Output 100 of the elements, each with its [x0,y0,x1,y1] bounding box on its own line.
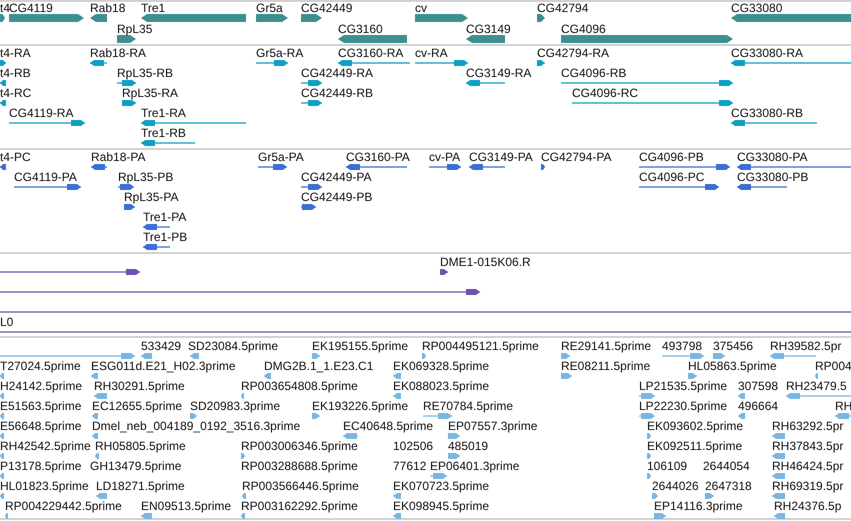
feature-label: RP003162292.5prime [241,499,358,513]
feature-label: 375456 [713,339,754,353]
feature-label: EP14116.3prime [654,499,742,513]
feature-label: CG3149 [466,22,511,36]
feature-label: Tre1-PA [143,210,186,224]
feature-label: RH30291.5prime [94,379,185,393]
feature-label: LP21535.5prime [639,379,728,393]
feature-label: RpL35-PB [118,170,174,184]
feature-label: EK092511.5prime [647,439,742,453]
feature-label: CG42449-RA [301,66,374,80]
feature-label: CG42449-PA [301,170,372,184]
feature-label: Gr5a [256,1,283,15]
feature-label: RH69319.5pr [772,479,844,493]
feature-label: Dmel_neb_004189_0192_3516.3prime [92,419,300,433]
feature-label: ESG011d.E21_H02.3prime [91,359,236,373]
feature-label: RP004229442.5prime [5,499,122,513]
feature-label: CG42449-RB [301,86,374,100]
feature-label: CG4119 [9,1,53,15]
feature-label: Gr5a-RA [256,46,304,60]
feature-label: RP003654808.5prime [241,379,358,393]
feature-label: Tre1-PB [143,230,188,244]
feature-label: EK093602.5prime [647,419,744,433]
feature-label: RpL35-RB [117,66,174,80]
feature-label: RP003566446.5prime [242,479,359,493]
feature-label: LP22230.5prime [639,399,728,413]
feature-label: EP07557.3prime [448,419,538,433]
feature-label: 533429 [141,339,182,353]
feature-label: RP003006346.5prime [241,439,358,453]
feature-label: LD18271.5prime [96,479,185,493]
feature-label: RH24376.5p [774,499,842,513]
feature-label: t4 [0,1,10,15]
feature-label: CG4096 [561,22,606,36]
feature-label: 2647318 [705,479,752,493]
feature-label: CG4119-PA [14,170,77,184]
feature-label: DMG2B.1_1.E23.C1 [264,359,374,373]
feature-label: E56648.5prime [0,419,82,433]
feature-label: 77612 [393,459,426,473]
feature-label: cv-PA [429,150,460,164]
feature-label: L0 [0,315,14,329]
feature-label: CG42794 [537,1,588,15]
feature-label: RP004 [815,359,851,373]
feature-label: H24142.5prime [0,379,82,393]
feature-label: t4-RA [0,46,31,60]
feature-label: CG33080-PB [737,170,808,184]
feature-label: CG33080-PA [737,150,808,164]
feature-label: HL05863.5prime [688,359,777,373]
feature-label: EK069328.5prime [393,359,490,373]
feature-label: SD20983.3prime [190,399,280,413]
feature-label: 102506 [393,439,434,453]
feature-label: CG3149-RA [466,66,532,80]
feature-label: EK088023.5prime [393,379,490,393]
feature-label: cv-RA [415,46,448,60]
feature-label: RpL35 [117,22,152,36]
feature-label: EK098945.5prime [393,499,490,513]
feature-label: T27024.5prime [0,359,81,373]
feature-label: SD23084.5prime [188,339,278,353]
feature-label: EP06401.3prime [430,459,520,473]
feature-label: CG4096-PC [639,170,704,184]
feature-label: RH63292.5pr [772,419,844,433]
feature-label: CG33080 [731,1,782,15]
feature-label: CG4096-RB [561,66,626,80]
feature-label: RH23479.5 [786,379,847,393]
feature-label: 493798 [662,339,702,353]
feature-label: DME1-015K06.R [440,255,531,269]
feature-label: 106109 [647,459,688,473]
feature-label: Rab18 [90,1,126,15]
feature-label: EC40648.5prime [343,419,434,433]
feature-label: RH39582.5pr [770,339,842,353]
feature-label: CG4096-PB [639,150,704,164]
feature-label: RE70784.5prime [423,399,514,413]
feature-label: CG33080-RA [731,46,804,60]
feature-label: Tre1 [141,1,166,15]
feature-label: RP004495121.5prime [422,339,539,353]
feature-label: t4-RC [0,86,32,100]
feature-label: 2644054 [703,459,750,473]
feature-label: CG4096-RC [572,86,638,100]
feature-label: CG33080-RB [731,106,804,120]
feature-label: RE29141.5prime [561,339,652,353]
feature-label: RH [835,399,851,413]
feature-label: 485019 [448,439,488,453]
feature-label: EN09513.5prime [141,499,232,513]
feature-label: E51563.5prime [0,399,82,413]
feature-label: t4-PC [0,150,31,164]
feature-label: 307598 [738,379,778,393]
feature-label: CG42449-PB [301,190,372,204]
feature-label: EC12655.5prime [92,399,182,413]
feature-label: t4-RB [0,66,31,80]
feature-label: P13178.5prime [0,459,82,473]
feature-label: RH46424.5pr [772,459,844,473]
feature-label: RP003288688.5prime [241,459,358,473]
feature-label: RpL35-RA [122,86,178,100]
feature-label: CG42794-RA [537,46,610,60]
feature-label: Tre1-RA [141,106,186,120]
feature-label: HL01823.5prime [0,479,89,493]
feature-label: CG3160 [338,22,383,36]
feature-label: EK193226.5prime [312,399,408,413]
feature-label: RH05805.5prime [95,439,186,453]
feature-label: EK195155.5prime [312,339,408,353]
feature-label: RH37843.5pr [772,439,844,453]
feature-label: RH42542.5prime [0,439,91,453]
